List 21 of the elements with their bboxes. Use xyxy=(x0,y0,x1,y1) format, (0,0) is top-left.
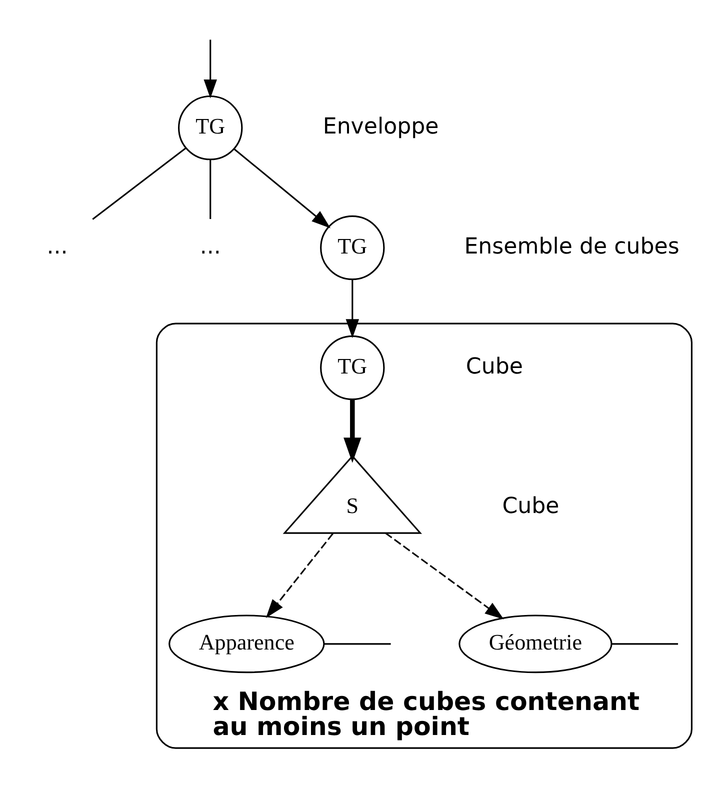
node-circle: TG xyxy=(320,214,385,280)
node-ellipse: Apparence xyxy=(168,614,325,673)
node-text: ... xyxy=(200,233,221,260)
node-circle: TG xyxy=(178,94,243,160)
node-label: Enveloppe xyxy=(322,113,439,140)
node-label: Ensemble de cubes xyxy=(464,233,680,260)
node-label: Cube xyxy=(502,492,560,519)
arrow xyxy=(344,399,362,462)
node-text: ... xyxy=(46,233,68,260)
arrow xyxy=(385,532,504,619)
connector xyxy=(92,147,186,220)
arrow xyxy=(266,532,334,618)
connector xyxy=(324,642,391,644)
arrow xyxy=(234,148,330,228)
connector xyxy=(210,158,212,219)
arrow xyxy=(346,278,360,338)
node-label: Cube xyxy=(466,353,523,380)
node-circle: TG xyxy=(320,334,385,400)
arrow xyxy=(204,39,217,98)
connector xyxy=(612,642,678,644)
node-ellipse: Géometrie xyxy=(458,614,612,673)
